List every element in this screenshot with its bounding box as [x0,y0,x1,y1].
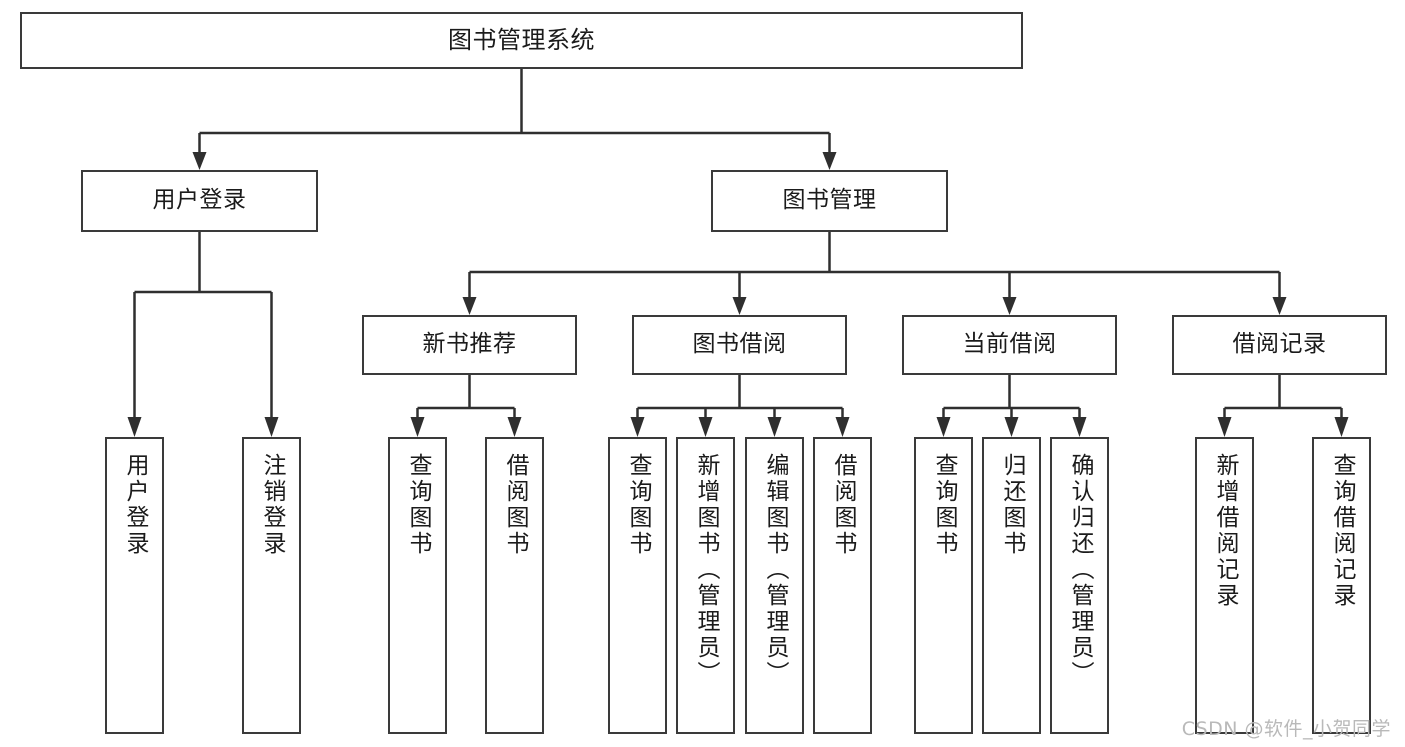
leaf-query-book-current[interactable]: 查询图书 [914,437,973,734]
node-label: 借阅记录 [1232,331,1327,358]
node-book-borrow[interactable]: 图书借阅 [632,315,847,375]
node-label: 新增图书（管理员） [693,453,719,687]
leaf-confirm-return-admin[interactable]: 确认归还（管理员） [1050,437,1109,734]
leaf-borrow-book[interactable]: 借阅图书 [813,437,872,734]
leaf-logout-login[interactable]: 注销登录 [242,437,301,734]
leaf-user-login[interactable]: 用户登录 [105,437,164,734]
node-label: 图书借阅 [692,331,787,358]
node-label: 编辑图书（管理员） [762,453,788,687]
watermark-text: CSDN @软件_小贺同学 [1181,718,1391,740]
node-label: 新书推荐 [422,331,517,358]
node-label: 当前借阅 [962,331,1057,358]
leaf-add-book-admin[interactable]: 新增图书（管理员） [676,437,735,734]
node-label: 借阅图书 [502,453,528,557]
leaf-query-book-recommend[interactable]: 查询图书 [388,437,447,734]
node-user-login[interactable]: 用户登录 [81,170,318,232]
node-label: 借阅图书 [830,453,856,557]
node-borrow-records[interactable]: 借阅记录 [1172,315,1387,375]
leaf-borrow-book-recommend[interactable]: 借阅图书 [485,437,544,734]
node-label: 图书管理 [782,187,877,214]
node-label: 查询图书 [625,453,651,557]
node-label: 确认归还（管理员） [1067,453,1093,687]
node-label: 查询图书 [931,453,957,557]
node-root-system[interactable]: 图书管理系统 [20,12,1023,69]
node-label: 新增借阅记录 [1212,453,1238,609]
node-label: 用户登录 [122,453,148,557]
node-label: 查询借阅记录 [1329,453,1355,609]
leaf-add-borrow-record[interactable]: 新增借阅记录 [1195,437,1254,734]
node-label: 注销登录 [259,453,285,557]
node-label: 图书管理系统 [448,26,595,55]
node-book-management[interactable]: 图书管理 [711,170,948,232]
leaf-return-book[interactable]: 归还图书 [982,437,1041,734]
node-label: 归还图书 [999,453,1025,557]
node-current-borrow[interactable]: 当前借阅 [902,315,1117,375]
node-new-book-recommend[interactable]: 新书推荐 [362,315,577,375]
leaf-query-book-borrow[interactable]: 查询图书 [608,437,667,734]
leaf-edit-book-admin[interactable]: 编辑图书（管理员） [745,437,804,734]
node-label: 用户登录 [152,187,247,214]
leaf-query-borrow-record[interactable]: 查询借阅记录 [1312,437,1371,734]
node-label: 查询图书 [405,453,431,557]
